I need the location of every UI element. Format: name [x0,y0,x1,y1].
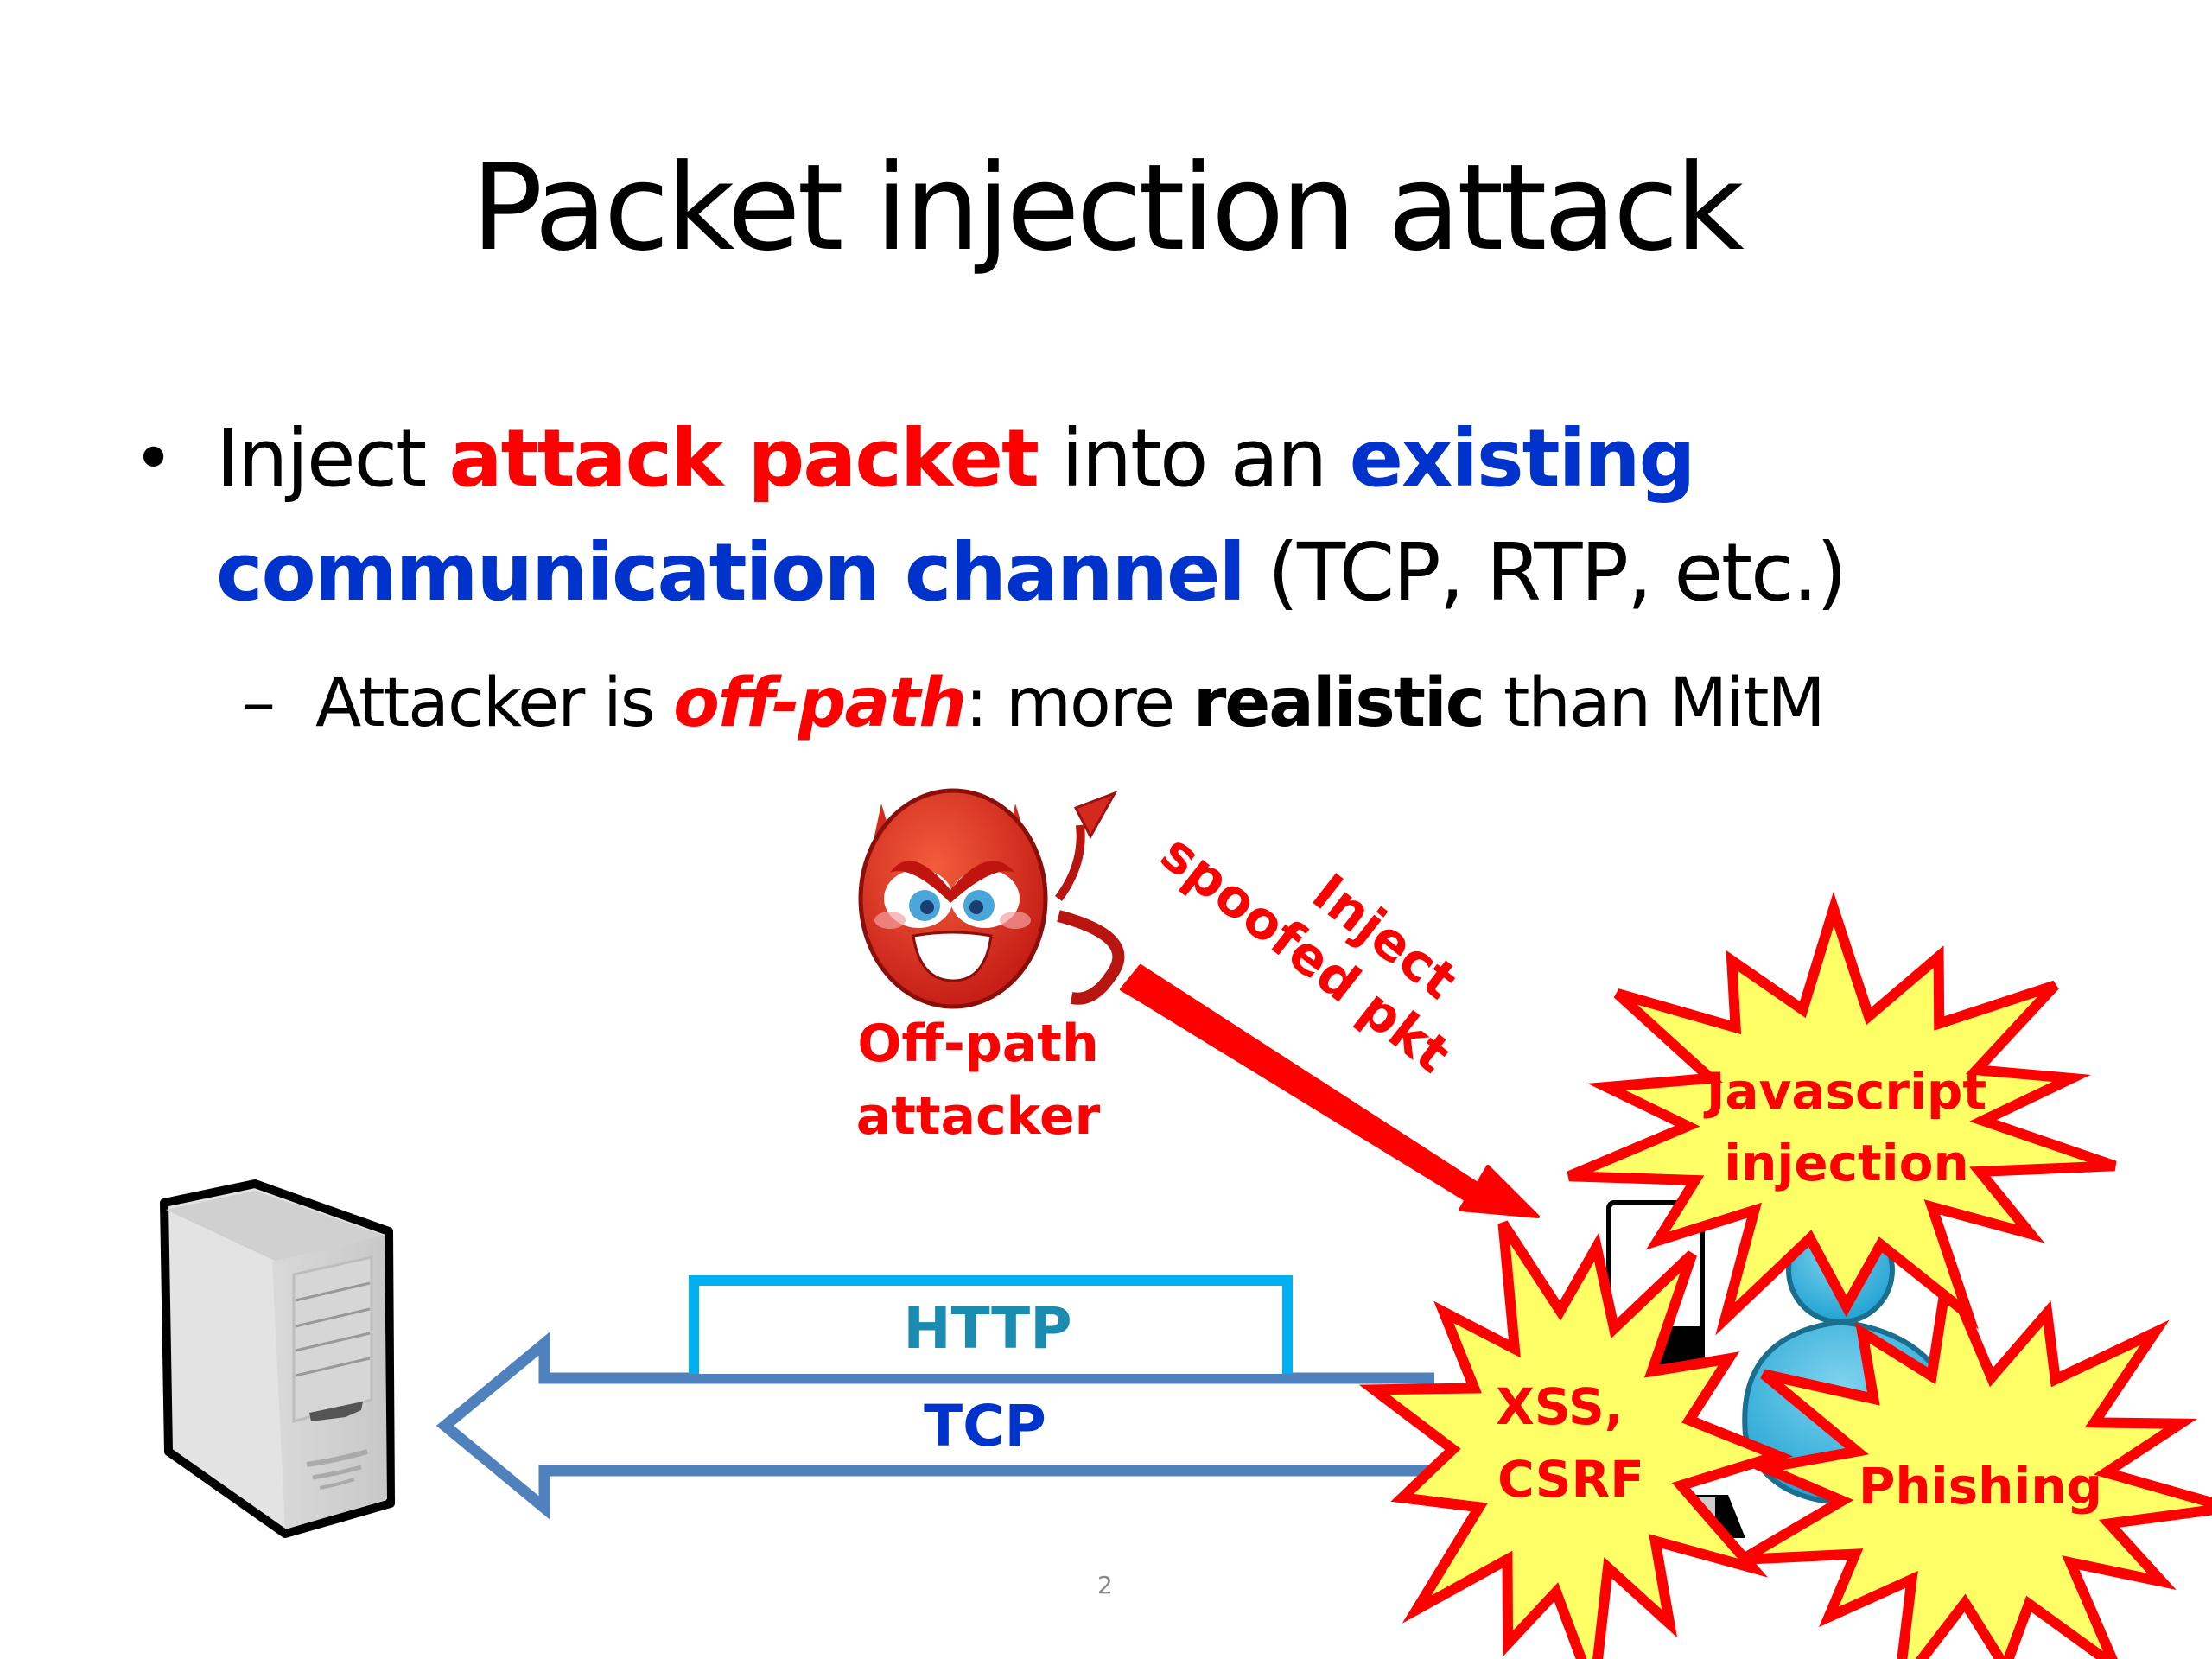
sub-bullet-marker: – [242,664,276,742]
page-number: 2 [1097,1571,1113,1599]
bullet1-existing: existing [1349,412,1696,505]
bullet1-into-an: into an [1037,412,1350,505]
bullet1-attack-packet: attack packet [448,412,1039,505]
burst-phishing-label: Phishing [1859,1457,2102,1516]
burst-phishing [1738,1254,2212,1659]
bullet1-communication-channel: communication channel [216,526,1246,619]
attacker-label-line1: Off-path [857,1014,1098,1074]
burst-javascript-line1: Javascript [1703,1062,1986,1121]
burst-xss-csrf [1358,1220,1794,1659]
bullet2-attacker-is: Attacker is [315,664,674,742]
burst-xss-line1: XSS, [1496,1377,1624,1436]
bullet2-more: : more [964,664,1193,742]
burst-javascript-line2: injection [1724,1134,1969,1192]
bullet-item-2: – Attacker is off-path: more realistic t… [130,656,2117,751]
burst-javascript-injection [1567,891,2117,1336]
devil-attacker-icon [858,788,1125,1009]
server-icon [160,1179,395,1538]
bullet-item-1: • Inject attack packet into an existing c… [130,402,2117,630]
http-label: HTTP [903,1295,1071,1362]
slide-title: Packet injection attack [471,138,1745,277]
bullet2-than-mitm: than MitM [1484,664,1826,742]
bullet2-realistic: realistic [1192,664,1485,742]
attacker-label-line2: attacker [856,1086,1101,1147]
bullet-marker: • [133,418,174,499]
http-box [689,1275,1293,1374]
bullet2-off-path: off-path [673,664,967,742]
bullet1-protocols: (TCP, RTP, etc.) [1243,526,1847,619]
burst-xss-line2: CSRF [1497,1450,1644,1509]
tcp-arrow [435,1332,1434,1520]
bullet-list: • Inject attack packet into an existing c… [130,402,2117,751]
inject-arrow [1120,964,1540,1218]
bullet1-text-inject: Inject [216,412,449,505]
tcp-label: TCP [924,1393,1046,1459]
